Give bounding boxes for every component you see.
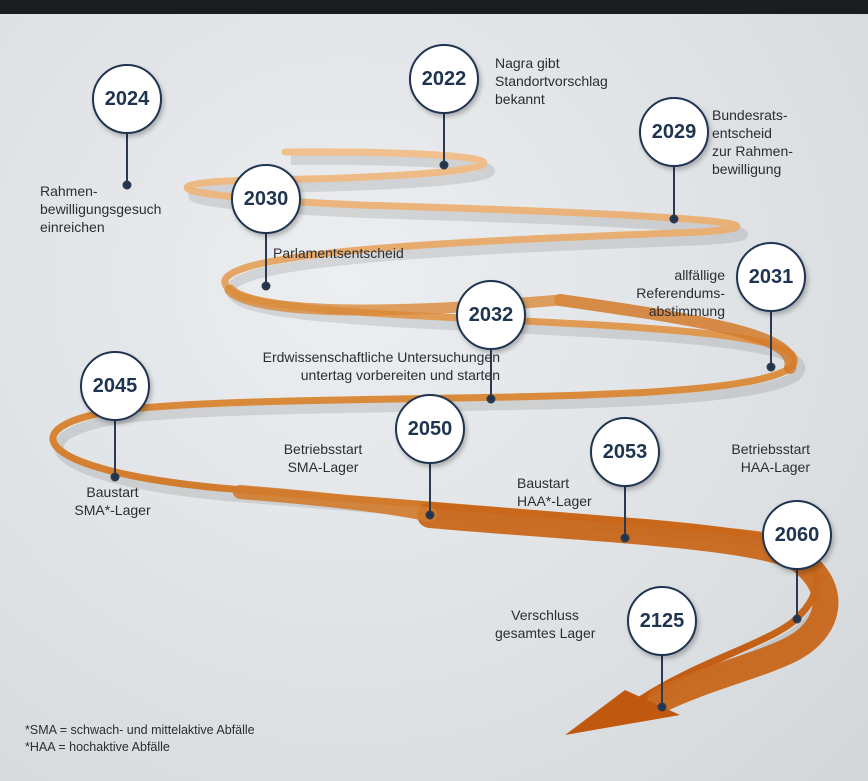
- milestone-2032: 2032: [456, 280, 526, 350]
- milestone-2022: 2022: [409, 44, 479, 114]
- footnotes: *SMA = schwach- und mittelaktive Abfälle…: [25, 722, 255, 756]
- milestone-2029: 2029: [639, 97, 709, 167]
- footnote-sma: *SMA = schwach- und mittelaktive Abfälle: [25, 723, 255, 737]
- year-label: 2030: [243, 187, 289, 210]
- top-bar: [0, 0, 868, 14]
- label-2045: Baustart SMA*-Lager: [74, 484, 151, 518]
- label-2024: Rahmen- bewilligungsgesuch einreichen: [40, 183, 162, 235]
- year-label: 2125: [639, 609, 685, 632]
- year-label: 2060: [774, 523, 820, 546]
- milestone-2024: 2024: [92, 64, 162, 134]
- milestone-2060: 2060: [762, 500, 832, 570]
- year-label: 2024: [104, 87, 150, 110]
- label-2029: Bundesrats- entscheid zur Rahmen- bewill…: [712, 107, 793, 177]
- label-2030: Parlamentsentscheid: [273, 245, 404, 261]
- label-2125: Verschluss gesamtes Lager: [495, 607, 596, 641]
- milestone-2053: 2053: [590, 417, 660, 487]
- year-label: 2053: [602, 440, 648, 463]
- year-label: 2031: [748, 265, 794, 288]
- label-2053: Baustart HAA*-Lager: [517, 475, 592, 509]
- milestone-2045: 2045: [80, 351, 150, 421]
- milestone-2050: 2050: [395, 394, 465, 464]
- label-2060: Betriebsstart HAA-Lager: [731, 441, 810, 475]
- label-2022: Nagra gibt Standortvorschlag bekannt: [495, 55, 608, 107]
- label-2050: Betriebsstart SMA-Lager: [283, 441, 363, 475]
- year-label: 2050: [407, 417, 453, 440]
- year-label: 2032: [468, 303, 514, 326]
- year-label: 2022: [421, 67, 467, 90]
- footnote-haa: *HAA = hochaktive Abfälle: [25, 740, 170, 754]
- year-label: 2029: [651, 120, 697, 143]
- milestone-2125: 2125: [627, 586, 697, 656]
- milestone-2030: 2030: [231, 164, 301, 234]
- milestone-2031: 2031: [736, 242, 806, 312]
- year-label: 2045: [92, 374, 138, 397]
- label-2031: allfällige Referendums- abstimmung: [636, 267, 725, 319]
- label-2032: Erdwissenschaftliche Untersuchungen unte…: [262, 349, 500, 383]
